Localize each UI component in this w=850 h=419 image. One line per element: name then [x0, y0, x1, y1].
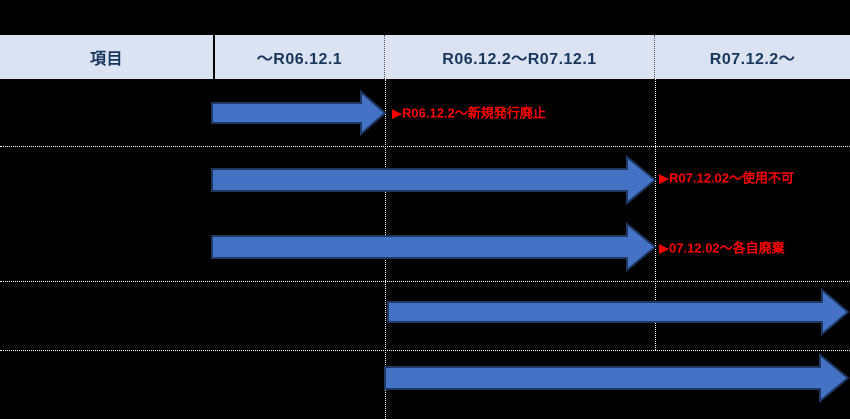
gridline-horizontal-3 — [0, 350, 850, 351]
annotation-label-3: ▶07.12.02～各自廃棄 — [659, 240, 785, 256]
header-cell-4: R07.12.2～ — [655, 35, 850, 79]
header-cell-2: ～R06.12.1 — [215, 35, 385, 79]
arrow-row3-ongoing — [387, 287, 850, 337]
gridline-horizontal-1 — [0, 146, 850, 147]
arrow-row4-ongoing — [384, 352, 850, 404]
annotation-label-2: ▶R07.12.02～使用不可 — [659, 170, 794, 186]
gridline-vertical-2 — [655, 79, 656, 350]
arrow-row2-dispose-period — [211, 221, 657, 273]
gridline-horizontal-2 — [0, 281, 850, 282]
arrow-row2-use-period — [211, 154, 657, 206]
header-cell-3: R06.12.2～R07.12.1 — [385, 35, 655, 79]
annotation-label-1: ▶R06.12.2～新規発行廃止 — [392, 105, 546, 121]
header-cell-1: 項目 — [0, 35, 215, 79]
arrow-row1-new-issue — [211, 89, 387, 137]
